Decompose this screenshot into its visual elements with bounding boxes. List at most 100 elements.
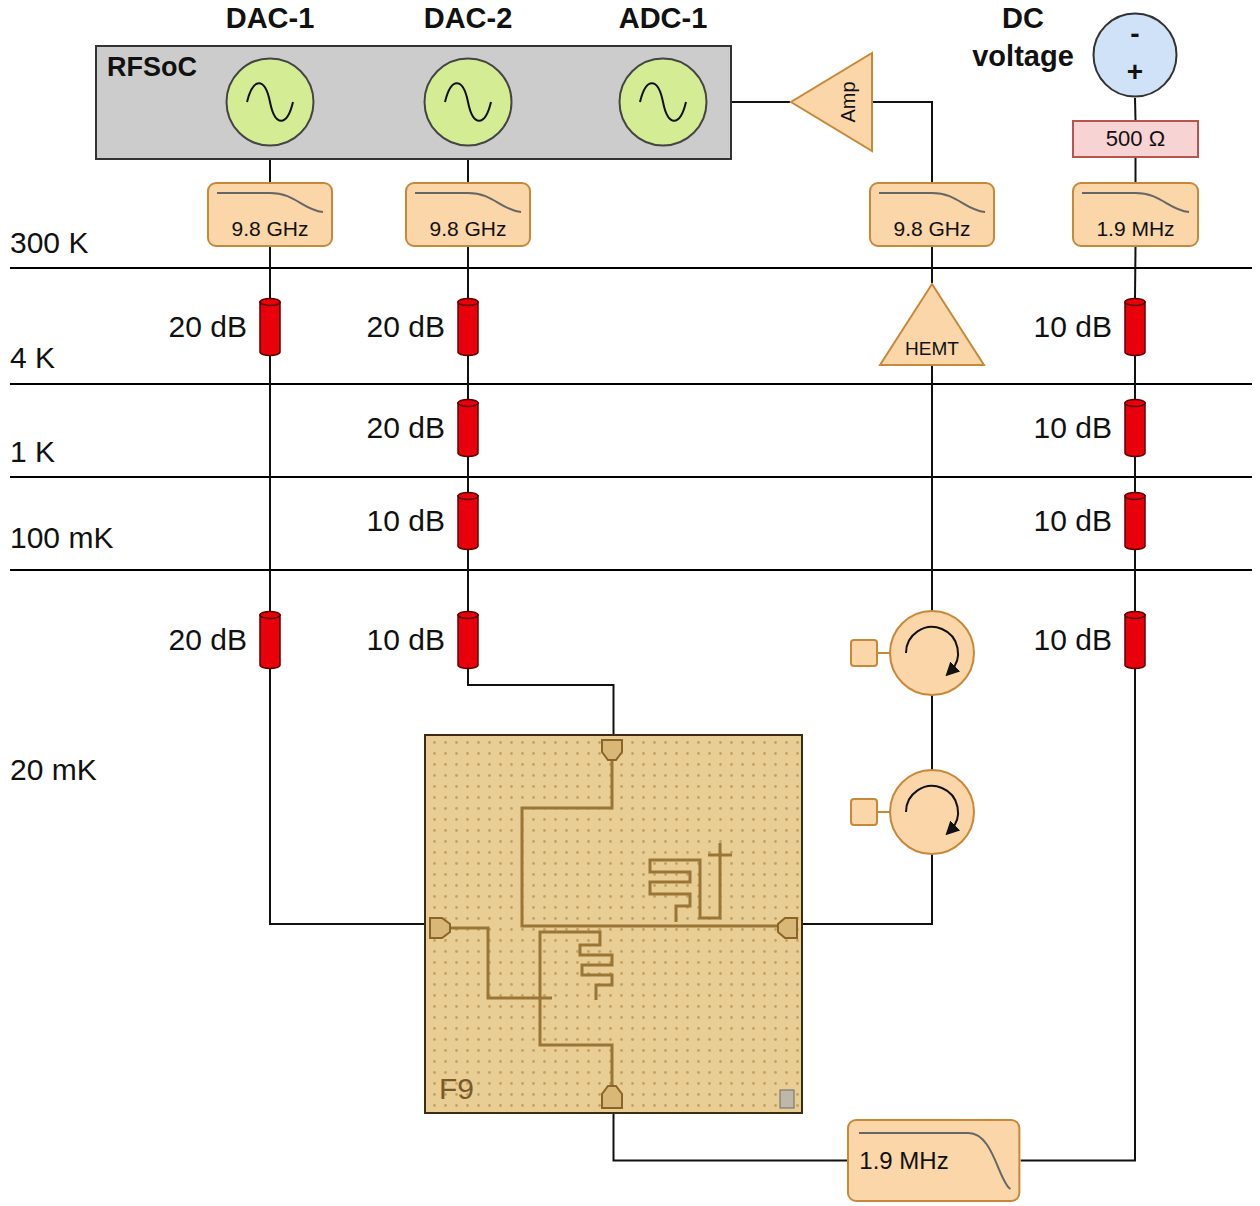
attenuator: 10 dB: [457, 611, 479, 669]
node-shape: [618, 57, 708, 147]
lowpass-filter: 1.9 MHz: [847, 1119, 1020, 1202]
resistance-value: 500 Ω: [1106, 126, 1165, 152]
chip-traces: [450, 760, 778, 1086]
termination-load: [851, 799, 877, 825]
temperature-stage-label: 100 mK: [10, 521, 113, 555]
coax-line: [1134, 98, 1137, 120]
attenuator: 10 dB: [1124, 298, 1146, 356]
cylinder-top: [1125, 493, 1145, 500]
qubit-chip: F9: [425, 735, 802, 1113]
cylinder-top: [458, 400, 478, 407]
stage-line: [10, 267, 1252, 269]
node-shape: [457, 611, 479, 669]
node-shape: [1124, 611, 1146, 669]
resonator-meander: [650, 860, 720, 922]
coax-line: [269, 247, 271, 298]
circulator-symbol: [851, 770, 974, 854]
coax-line: [1134, 356, 1136, 399]
attenuation-value: 20 dB: [367, 410, 445, 446]
cylinder-top: [260, 612, 280, 619]
resistor-box: 500 Ω: [1072, 120, 1199, 158]
stage-line: [10, 476, 1252, 478]
attenuator: 20 dB: [259, 611, 281, 669]
stage-line: [10, 383, 1252, 385]
node-shape: [259, 611, 281, 669]
hemt-amplifier: HEMT: [879, 283, 985, 366]
attenuator: 10 dB: [1124, 399, 1146, 457]
drive-trace: [450, 928, 528, 998]
cylinder-body: [458, 302, 478, 356]
qubit-cross: [528, 986, 552, 1012]
lowpass-curve: [879, 193, 985, 212]
board-outline: [96, 46, 731, 159]
resonator-meander: [540, 932, 612, 1000]
node-shape: [1124, 298, 1146, 356]
adc-receiver: ADC-1: [618, 57, 708, 147]
dac-generator: DAC-1: [225, 57, 315, 147]
attenuation-value: 20 dB: [169, 309, 247, 345]
node-shape: [225, 57, 315, 147]
coax-line: [467, 356, 469, 399]
circulator-symbol: [851, 611, 974, 695]
attenuation-value: 10 dB: [1034, 410, 1112, 446]
cylinder-body: [1125, 403, 1145, 457]
filter-outline: [1073, 183, 1198, 246]
coax-line: [467, 457, 469, 492]
node-shape: [790, 52, 873, 152]
cylinder-top: [1125, 299, 1145, 306]
cylinder-body: [458, 615, 478, 669]
generator-circle: [620, 59, 707, 146]
cylinder-body: [458, 496, 478, 550]
bond-pad: [602, 740, 622, 760]
attenuation-value: 10 dB: [367, 622, 445, 658]
filter-outline: [848, 1120, 1019, 1201]
filter-outline: [870, 183, 994, 246]
coax-line: [467, 550, 469, 611]
amplifier-label: Amp: [836, 81, 860, 122]
temperature-stage-label: 20 mK: [10, 753, 97, 787]
node-shape: [423, 57, 513, 147]
attenuator: 10 dB: [457, 492, 479, 550]
cutoff-frequency: 9.8 GHz: [429, 217, 506, 241]
stage-line: [10, 569, 1252, 571]
termination-wire: [877, 652, 891, 654]
attenuation-value: 20 dB: [367, 309, 445, 345]
flux-trace: [540, 1012, 612, 1086]
coax-line: [1134, 247, 1137, 298]
sine-symbol: [640, 83, 686, 121]
attenuator: 10 dB: [1124, 611, 1146, 669]
bond-pad: [602, 1086, 622, 1108]
lowpass-filter: 1.9 MHz: [1072, 182, 1199, 247]
cylinder-body: [458, 403, 478, 457]
cutoff-frequency: 1.9 MHz: [1096, 217, 1174, 241]
cylinder-top: [458, 299, 478, 306]
coax-line: [269, 356, 271, 611]
cylinder-body: [1125, 615, 1145, 669]
channel-label: DAC-1: [226, 1, 315, 36]
coax-line: [614, 1113, 848, 1161]
attenuator: 20 dB: [259, 298, 281, 356]
cylinder-top: [260, 299, 280, 306]
coax-line: [270, 669, 425, 924]
filter-outline: [406, 183, 530, 246]
temperature-stage-label: 1 K: [10, 435, 55, 469]
attenuator: 20 dB: [457, 399, 479, 457]
rfsoc-board: DAC-1DAC-2ADC-1RFSoC: [95, 45, 732, 160]
coax-line: [1021, 669, 1135, 1161]
coax-line: [1134, 457, 1136, 492]
lowpass-curve: [859, 1133, 1010, 1189]
chip-marker: [780, 1090, 794, 1108]
cylinder-top: [458, 493, 478, 500]
termination-wire: [877, 811, 891, 813]
circulator-arrow: [906, 627, 958, 671]
generator-circle: [227, 59, 314, 146]
node-shape: [457, 399, 479, 457]
attenuation-value: 10 dB: [367, 503, 445, 539]
coax-line: [931, 247, 933, 283]
cylinder-body: [260, 615, 280, 669]
cutoff-frequency: 9.8 GHz: [231, 217, 308, 241]
coax-line: [873, 102, 932, 182]
node-shape: [1124, 399, 1146, 457]
